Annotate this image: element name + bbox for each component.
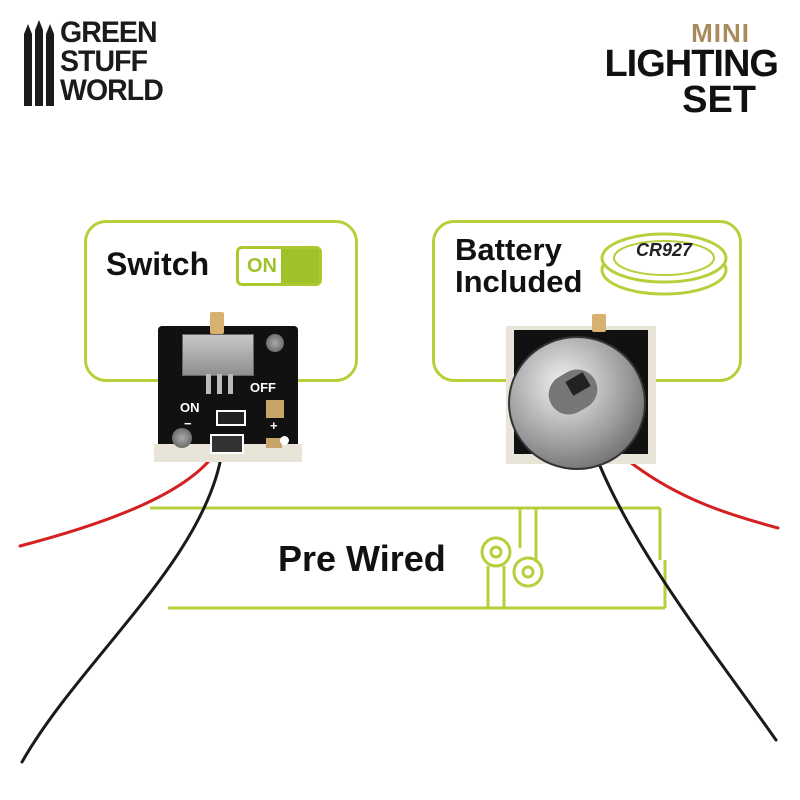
brand-line-2: STUFF xyxy=(60,45,148,78)
slide-switch-pins xyxy=(206,374,234,394)
battery-label-line2: Included xyxy=(455,264,583,299)
switch-toggle-on-text: ON xyxy=(247,254,277,277)
logo-bars-icon xyxy=(24,20,54,106)
brand-logo: GREEN STUFF WORLD xyxy=(22,18,182,113)
coin-cell-text: CR927 xyxy=(635,240,693,260)
solder-pad-bottom xyxy=(266,438,282,448)
battery-holder-pin xyxy=(592,314,606,332)
resistor xyxy=(216,410,246,426)
screw-top-right xyxy=(266,334,284,352)
battery-holder-board xyxy=(506,314,656,470)
product-title-lighting: LIGHTING xyxy=(604,43,779,85)
switch-toggle-knob xyxy=(281,249,319,283)
slide-switch-body xyxy=(182,334,254,376)
product-title: MINI LIGHTING SET xyxy=(604,18,779,121)
wire-connector xyxy=(210,434,244,454)
right-red-wire xyxy=(628,460,780,530)
pre-wired-label: Pre Wired xyxy=(278,538,446,579)
right-black-wire xyxy=(598,464,778,742)
product-title-set: SET xyxy=(682,79,756,121)
switch-toggle-icon: ON xyxy=(236,246,322,286)
left-black-wire xyxy=(20,450,224,764)
slide-switch-actuator xyxy=(210,312,224,334)
solder-pad-right xyxy=(266,400,284,418)
coin-cell-icon: CR927 xyxy=(598,228,730,298)
silk-on: ON xyxy=(180,400,200,415)
mount-hole xyxy=(280,436,289,445)
product-title-mini: MINI xyxy=(691,18,750,48)
switch-board: OFF ON − + xyxy=(154,312,302,466)
silk-plus: + xyxy=(270,418,278,433)
brand-line-1: GREEN xyxy=(60,16,158,49)
silk-off: OFF xyxy=(250,380,276,395)
brand-name: GREEN STUFF WORLD xyxy=(60,16,164,107)
silk-minus: − xyxy=(184,416,192,431)
battery-label-line1: Battery xyxy=(455,232,562,267)
screw-bottom-left xyxy=(172,428,192,448)
left-red-wire xyxy=(18,450,218,548)
switch-label: Switch xyxy=(106,246,210,282)
brand-line-3: WORLD xyxy=(60,74,164,107)
